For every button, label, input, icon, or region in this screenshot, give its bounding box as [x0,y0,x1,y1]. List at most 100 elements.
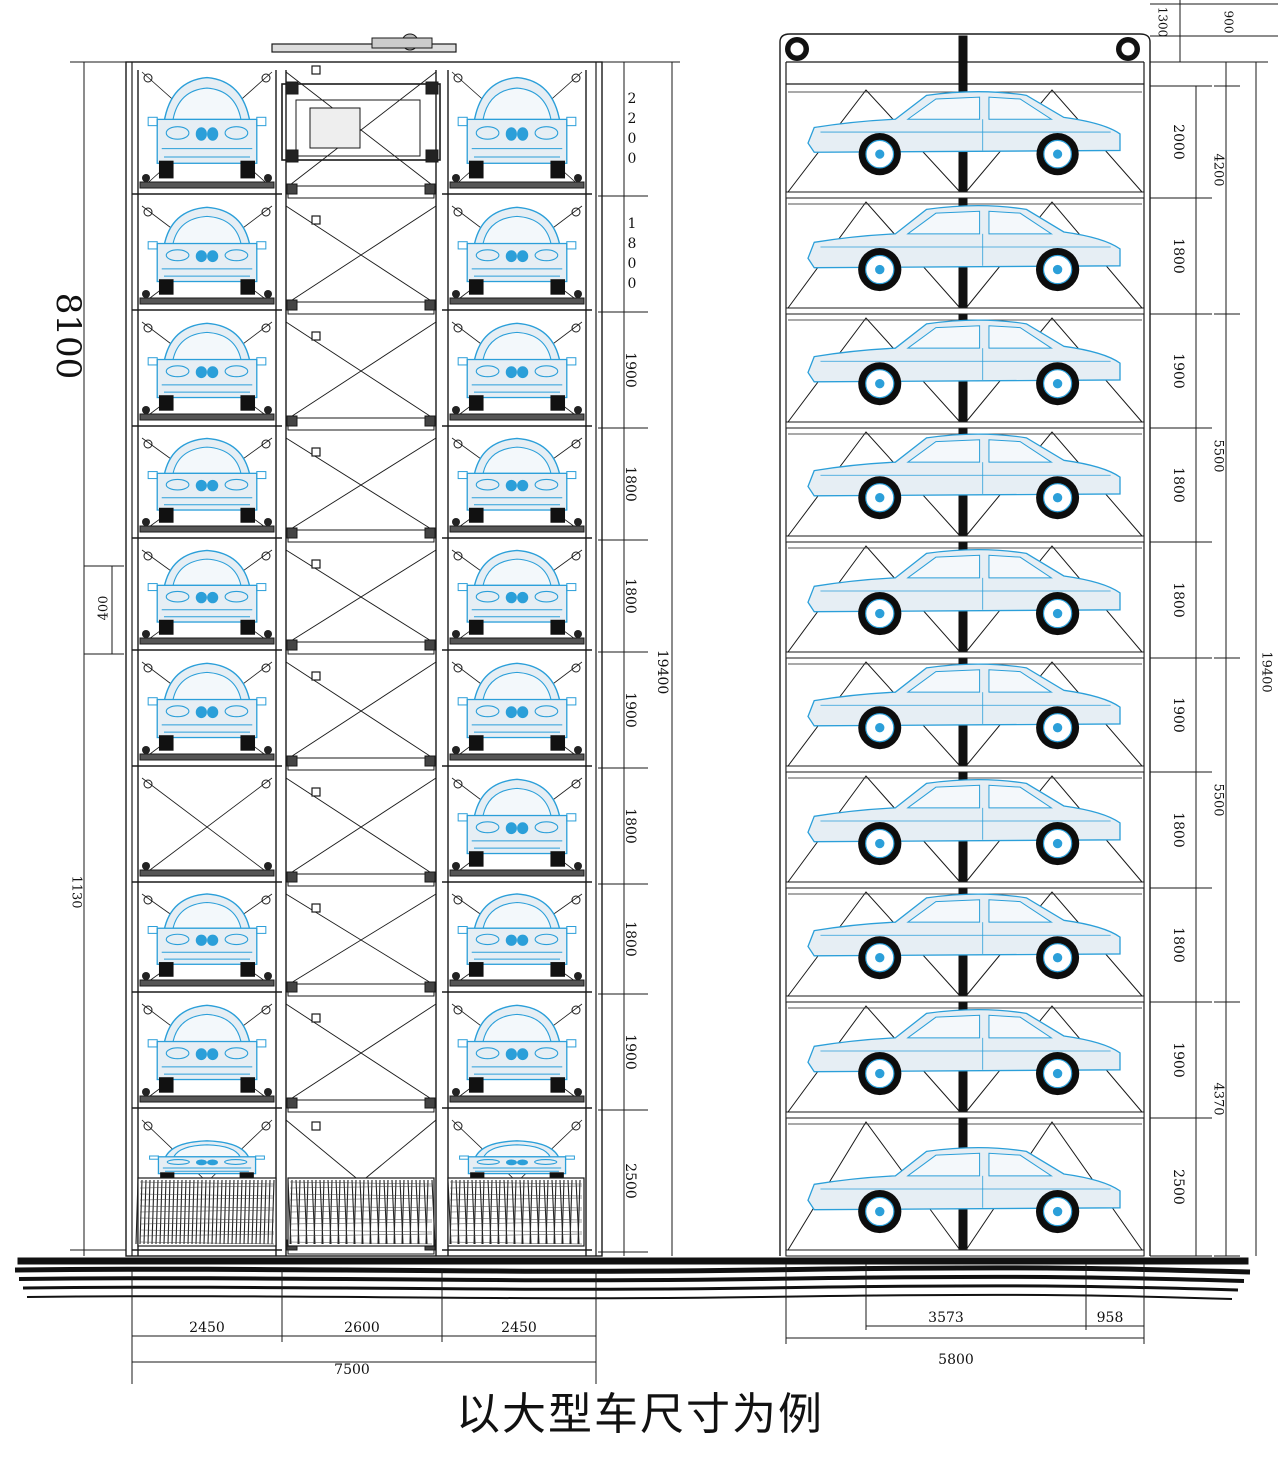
machinery-base [135,1177,585,1247]
shaft-bay [285,437,437,543]
shaft-bay [285,777,437,887]
car-front-icon [147,206,267,295]
parking-slot [442,777,592,883]
parking-slot [132,549,282,651]
dimension-label: 0 [628,151,637,167]
dimension-label: 2000 [1170,124,1186,160]
dimension-label: 0 [628,256,637,272]
car-front-icon [149,1140,265,1180]
side-parking-level [785,545,1145,659]
parking-slot [132,777,282,883]
dimension-label: 958 [1097,1310,1124,1326]
side-parking-level [785,661,1145,773]
dimension-label: 19400 [1259,651,1274,692]
parking-slot [132,205,282,311]
car-front-icon [147,322,267,411]
dimension-label: 1900 [622,1034,638,1070]
car-front-icon [457,1004,577,1093]
dimension-label: 1800 [622,808,638,844]
dimension-label: 3573 [928,1310,964,1326]
dimension-label: 1800 [622,578,638,614]
parking-slot [132,321,282,427]
shaft-bay [285,321,437,431]
car-front-icon [147,549,267,635]
side-parking-level [785,775,1145,889]
dimension-label: 2450 [501,1320,537,1336]
dimension-label: 1300 [1156,7,1170,38]
parking-slot [132,71,282,195]
dimension-label: 2500 [1170,1169,1186,1205]
dimension-label: 4200 [1211,153,1226,186]
dimension-label: 5500 [1211,439,1226,472]
car-front-icon [457,206,577,295]
parking-slot [442,205,592,311]
tower-frame [779,33,1151,1256]
ground-stroke [22,1284,1239,1292]
shaft-bay [285,661,437,771]
car-front-icon [147,893,267,977]
side-parking-level [785,89,1145,199]
ground-hatching [14,1257,1251,1300]
side-elevation-view [779,33,1151,1257]
dimension-label: 1800 [1170,927,1186,963]
parking-slot [442,893,592,993]
side-parking-level [785,431,1145,543]
shaft-bay [285,893,437,997]
dimension-label: 900 [1222,11,1236,34]
car-front-icon [457,778,577,867]
dimension-label: 1800 [622,921,638,957]
overall-height-label: 8100 [48,293,88,380]
dimension-label: 2 [628,91,637,107]
car-side-icon [807,663,1121,750]
dimension-label: 1 [628,216,637,232]
ground-stroke [18,1274,1245,1283]
dimension-label: 1800 [622,466,638,502]
dimension-label: 5800 [938,1352,974,1368]
dimension-label: 8 [628,236,637,252]
dimension-label: 2600 [344,1320,380,1336]
dimension-label: 1900 [1170,697,1186,733]
parking-slot [442,71,592,195]
parking-slot [132,437,282,539]
side-parking-level [785,317,1145,429]
shaft-bay [285,65,437,199]
dimension-label: 19400 [654,650,670,695]
ground-stroke [26,1293,1233,1300]
dimension-label: 1800 [1170,582,1186,618]
side-parking-level [785,1121,1145,1257]
car-side-icon [807,1147,1121,1234]
dimension-label: 400 [97,596,112,621]
dimension-label: 4370 [1211,1082,1226,1115]
shaft-bay [285,205,437,315]
parking-slot [442,661,592,767]
dimension-label: 2500 [622,1163,638,1199]
car-side-icon [807,433,1121,520]
dimension-label: 1900 [1170,1042,1186,1078]
parking-slot [132,893,282,993]
side-parking-level [785,891,1145,1003]
car-side-icon [807,893,1121,980]
dimension-label: 1800 [1170,238,1186,274]
parking-slot [442,549,592,651]
dimension-label: 1800 [1170,467,1186,503]
dimension-label: 1130 [69,875,84,908]
car-front-icon [457,893,577,977]
car-front-icon [457,322,577,411]
dimension-label: 0 [628,131,637,147]
car-front-icon [147,662,267,751]
parking-slot [132,661,282,767]
side-parking-level [785,1005,1145,1119]
car-side-icon [807,1009,1121,1096]
car-front-icon [147,437,267,523]
car-front-icon [147,1004,267,1093]
front-elevation-view [125,33,603,1257]
dimension-label: 1900 [622,692,638,728]
car-side-icon [807,319,1121,406]
dimension-label: 1800 [1170,812,1186,848]
dimension-annotations: 2200180019001800180019001800180019002500… [48,0,1278,1384]
dimension-label: 2 [628,111,637,127]
car-front-icon [457,549,577,635]
parking-slot [442,1003,592,1109]
car-side-icon [807,549,1121,636]
